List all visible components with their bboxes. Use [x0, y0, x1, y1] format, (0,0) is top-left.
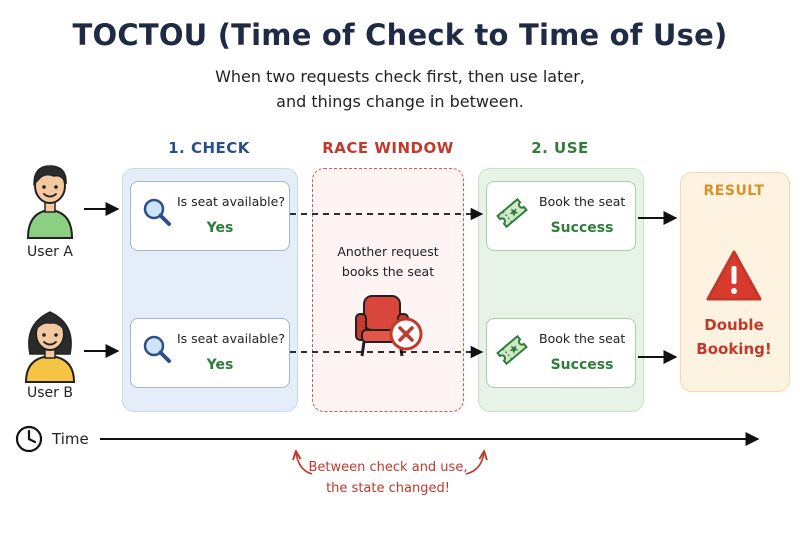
result-line-1: Double [704, 316, 764, 334]
use-card-user-a: Book the seat Success [486, 181, 636, 251]
note-line-2: the state changed! [326, 481, 450, 496]
result-message: Double Booking! [680, 313, 788, 361]
user-b-avatar-icon [24, 311, 76, 383]
race-note: Between check and use, the state changed… [0, 457, 776, 499]
subtitle: When two requests check first, then use … [0, 64, 800, 114]
magnifier-icon [143, 198, 171, 226]
magnifier-icon [143, 335, 171, 363]
note-arrow-left [296, 452, 313, 475]
ticket-icon [496, 334, 528, 366]
use-outcome: Success [550, 220, 614, 236]
note-arrow-right [465, 452, 484, 475]
subtitle-line-1: When two requests check first, then use … [215, 67, 585, 86]
use-action: Book the seat [539, 331, 626, 346]
column-header-use: 2. USE [531, 139, 589, 157]
timeline-label: Time [52, 430, 89, 448]
use-action: Book the seat [539, 194, 626, 209]
use-outcome: Success [550, 357, 614, 373]
column-header-race-window: RACE WINDOW [322, 139, 454, 157]
use-card-user-b: Book the seat Success [486, 318, 636, 388]
check-answer: Yes [206, 357, 234, 373]
user-a-avatar-icon [26, 165, 74, 239]
ticket-icon [496, 197, 528, 229]
check-card-user-b: Is seat available? Yes [130, 318, 290, 388]
note-line-1: Between check and use, [308, 460, 468, 475]
user-b-label: User B [27, 385, 73, 401]
column-header-result: RESULT [703, 183, 765, 199]
check-card-user-a: Is seat available? Yes [130, 181, 290, 251]
subtitle-line-2: and things change in between. [276, 92, 524, 111]
clock-icon [15, 425, 43, 453]
user-a-label: User A [27, 244, 73, 260]
race-line-2: books the seat [341, 264, 435, 279]
result-line-2: Booking! [696, 340, 772, 358]
race-window-panel [312, 168, 464, 412]
warning-icon [706, 250, 762, 301]
seat-blocked-icon [355, 295, 423, 357]
race-description: Another request books the seat [312, 242, 464, 282]
page-title: TOCTOU (Time of Check to Time of Use) [72, 18, 728, 52]
check-question: Is seat available? [177, 331, 285, 346]
check-answer: Yes [206, 220, 234, 236]
race-line-1: Another request [337, 244, 439, 259]
column-header-check: 1. CHECK [168, 139, 250, 157]
check-question: Is seat available? [177, 194, 285, 209]
